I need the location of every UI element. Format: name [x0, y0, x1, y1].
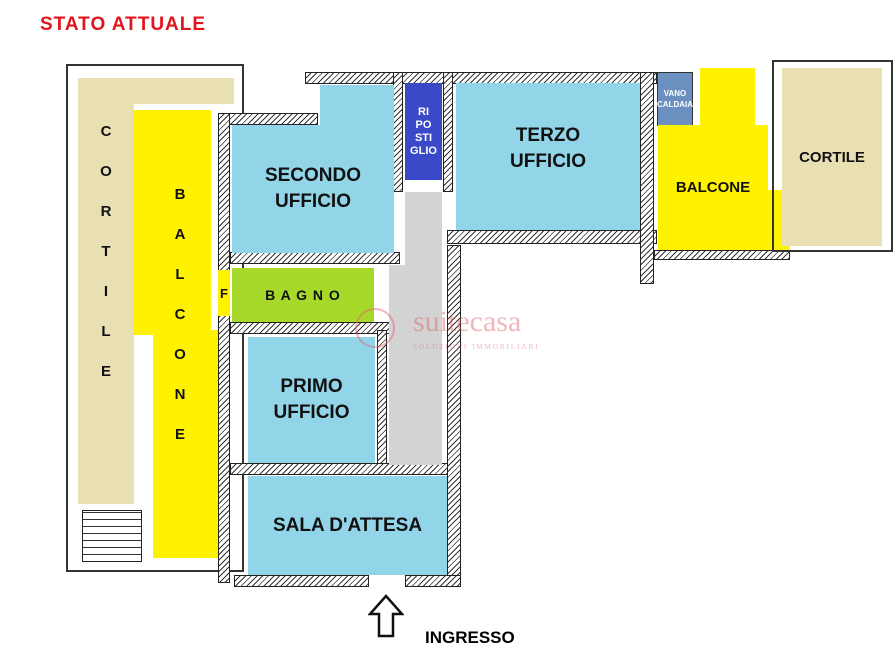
- entrance-arrow-icon: [368, 594, 404, 638]
- courtyard-right-outline: [772, 60, 893, 252]
- room-balcone-right: BALCONE: [658, 125, 768, 250]
- watermark-brand: suitecasa: [413, 305, 522, 338]
- wall: [654, 250, 790, 260]
- watermark-emblem-icon: [355, 308, 395, 348]
- wall: [447, 230, 657, 244]
- title: STATO ATTUALE: [40, 14, 207, 35]
- secondo-notch: [320, 85, 394, 125]
- wall: [234, 575, 369, 587]
- room-bagno: B A G N O: [232, 268, 374, 322]
- wall: [393, 72, 403, 192]
- corridor-wide: [389, 265, 442, 465]
- stairs: [82, 510, 142, 562]
- wall: [443, 72, 453, 192]
- entrance-label: INGRESSO: [425, 628, 515, 647]
- wall: [230, 252, 400, 264]
- wall: [640, 72, 654, 284]
- courtyard-left: [78, 78, 234, 104]
- room-f: F: [218, 270, 230, 316]
- balcony-left-bottom: [153, 330, 229, 558]
- watermark-tagline: SOLUZIONI IMMOBILIARI: [413, 343, 540, 351]
- room-sala-attesa: SALA D'ATTESA: [248, 476, 447, 575]
- room-cortile-right: CORTILE: [782, 68, 882, 246]
- balcony-left-top: [133, 110, 211, 335]
- wall: [447, 245, 461, 587]
- watermark-logo: suitecasa SOLUZIONI IMMOBILIARI: [355, 305, 545, 355]
- wall: [218, 113, 230, 583]
- wall: [405, 575, 461, 587]
- wall: [218, 113, 318, 125]
